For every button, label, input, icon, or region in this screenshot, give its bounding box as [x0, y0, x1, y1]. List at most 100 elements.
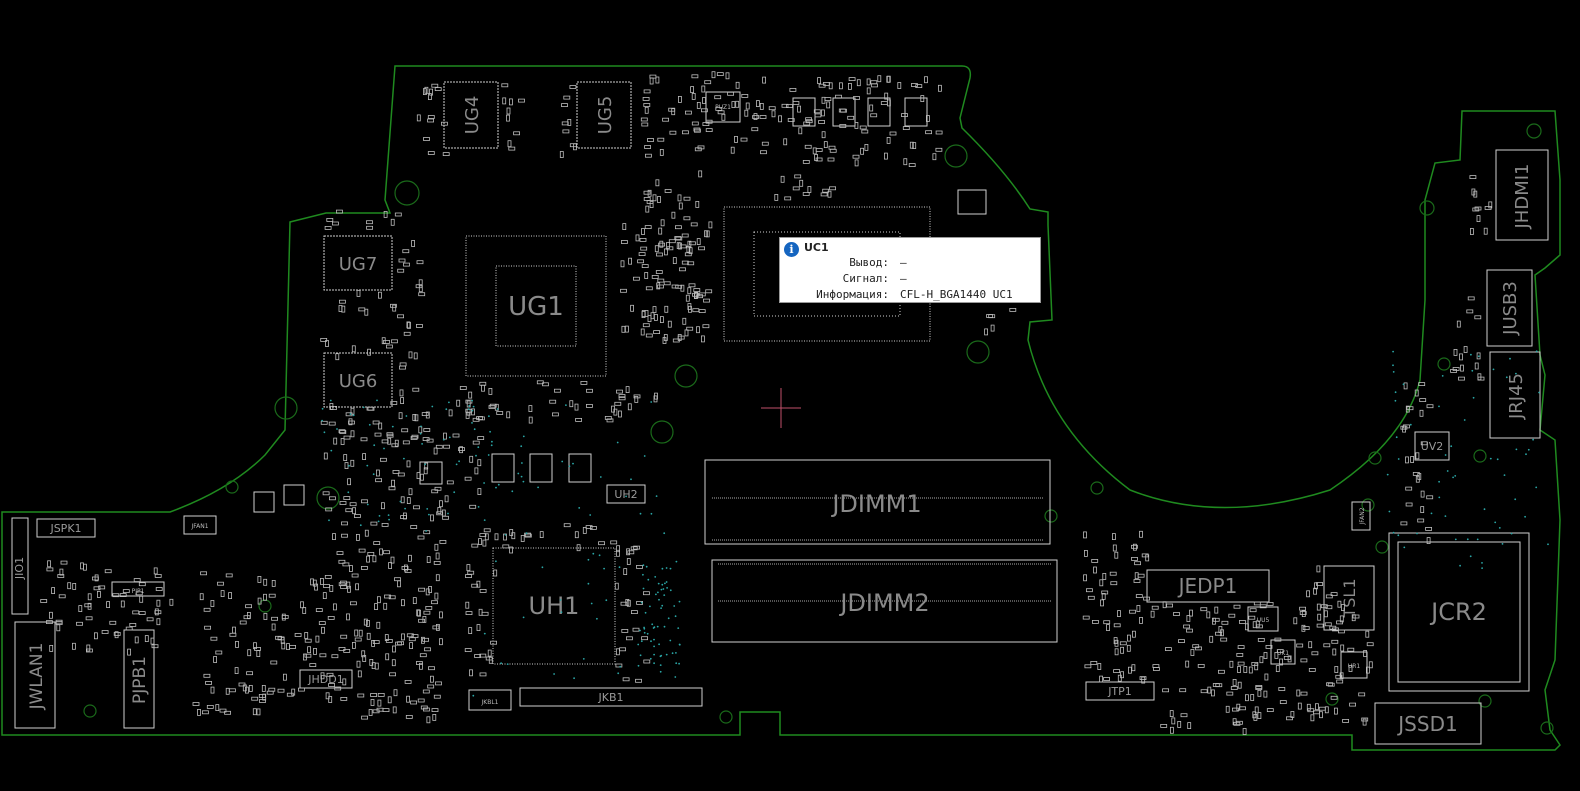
chip-uh1[interactable]: UH1 [492, 547, 616, 665]
chip-uk1[interactable]: UK1 [1270, 639, 1296, 665]
passive-part [1169, 710, 1174, 717]
connector-jssd1[interactable]: JSSD1 [1374, 702, 1482, 745]
passive-part [1325, 605, 1333, 610]
passive-part [586, 403, 593, 408]
connector-jdimm2[interactable]: JDIMM2 [711, 559, 1058, 643]
passive-part [57, 574, 65, 578]
connector-jedp1[interactable]: JEDP1 [1146, 569, 1270, 603]
passive-part [368, 709, 373, 716]
passive-part [1237, 645, 1245, 649]
chip-uu5[interactable]: UU5 [1247, 606, 1279, 632]
passive-part [399, 365, 406, 370]
passive-part [373, 541, 381, 545]
passive-part [660, 219, 665, 227]
via [419, 432, 422, 435]
passive-part [1232, 679, 1237, 686]
connector-jkb1[interactable]: JKB1 [519, 687, 703, 707]
passive-part [569, 85, 577, 89]
passive-part [374, 662, 379, 670]
chip-puz1[interactable]: PUZ1 [705, 91, 741, 123]
chip-ug6[interactable]: UG6 [323, 352, 393, 408]
connector-jwlan1[interactable]: JWLAN1 [14, 621, 56, 729]
passive-part [877, 75, 882, 83]
chip-ug7[interactable]: UG7 [323, 235, 393, 291]
passive-part [1299, 606, 1306, 611]
via [1403, 546, 1406, 549]
passive-part [270, 660, 278, 665]
passive-part [437, 507, 442, 514]
passive-part [638, 252, 646, 257]
passive-part [1332, 648, 1337, 656]
passive-part [1093, 566, 1097, 574]
passive-part [391, 339, 398, 344]
passive-part [327, 616, 335, 620]
connector-jio1[interactable]: JIO1 [11, 517, 29, 615]
passive-part [338, 305, 343, 312]
passive-part [228, 592, 233, 599]
passive-part [839, 82, 843, 90]
passive-part [657, 196, 661, 203]
passive-part [1127, 634, 1131, 642]
passive-part [374, 432, 382, 437]
connector-jfan2[interactable]: JFAN2 [1351, 501, 1371, 531]
passive-part [1225, 705, 1230, 713]
passive-part [47, 560, 51, 568]
passive-part [219, 708, 227, 713]
passive-part [448, 409, 453, 417]
passive-part [476, 416, 484, 420]
connector-jhdd1[interactable]: JHDD1 [299, 669, 353, 689]
passive-part [477, 459, 482, 467]
connector-jspk1[interactable]: JSPK1 [36, 518, 96, 538]
via [487, 454, 490, 456]
connector-jdimm1[interactable]: JDIMM1 [704, 459, 1051, 545]
passive-part [659, 240, 664, 248]
passive-part [330, 405, 338, 410]
connector-jfan1[interactable]: JFAN1 [183, 515, 217, 535]
chip-ug1[interactable]: UG1 [465, 235, 607, 377]
passive-part [1452, 367, 1460, 371]
passive-part [696, 238, 701, 246]
via [471, 409, 474, 412]
passive-part [1296, 643, 1304, 648]
connector-jkbl1[interactable]: JKBL1 [468, 689, 512, 711]
passive-part [618, 396, 626, 401]
passive-part [246, 671, 254, 676]
chip-uh2[interactable]: UH2 [606, 484, 646, 504]
passive-part [1332, 627, 1339, 632]
chip-uv2[interactable]: UV2 [1414, 431, 1450, 461]
passive-part [345, 508, 353, 513]
connector-jrj45[interactable]: JRJ45 [1489, 351, 1541, 439]
passive-part [1316, 565, 1321, 573]
connector-pjpb1[interactable]: PJPB1 [123, 629, 155, 729]
connector-jtp1[interactable]: JTP1 [1085, 681, 1155, 701]
connector-jhdmi1[interactable]: JHDMI1 [1495, 149, 1549, 241]
chip-ug4[interactable]: UG4 [443, 81, 499, 149]
chip-ug5[interactable]: UG5 [576, 81, 632, 149]
connector-jusb3[interactable]: JUSB3 [1486, 269, 1533, 347]
passive-part [325, 340, 329, 347]
passive-part [1469, 175, 1477, 180]
passive-part [925, 130, 932, 135]
chip-ur1[interactable]: UR1 [1340, 651, 1368, 679]
passive-part [1410, 456, 1414, 463]
passive-part [1338, 629, 1345, 634]
passive-part [1151, 605, 1159, 610]
passive-part [438, 611, 443, 619]
via [1392, 531, 1395, 534]
passive-part [671, 108, 676, 116]
passive-part [1293, 617, 1298, 625]
passive-part [261, 685, 266, 692]
passive-part [417, 698, 425, 703]
via [359, 524, 362, 527]
passive-part [366, 220, 373, 225]
passive-part [345, 412, 353, 417]
passive-part [94, 632, 98, 640]
passive-part [1190, 649, 1195, 656]
passive-part [744, 109, 749, 117]
via [639, 629, 641, 632]
passive-part [435, 444, 443, 449]
connector-jcr2[interactable]: JCR2 [1388, 532, 1530, 692]
svg-text:JTP1: JTP1 [1107, 685, 1132, 698]
passive-part [302, 607, 307, 614]
